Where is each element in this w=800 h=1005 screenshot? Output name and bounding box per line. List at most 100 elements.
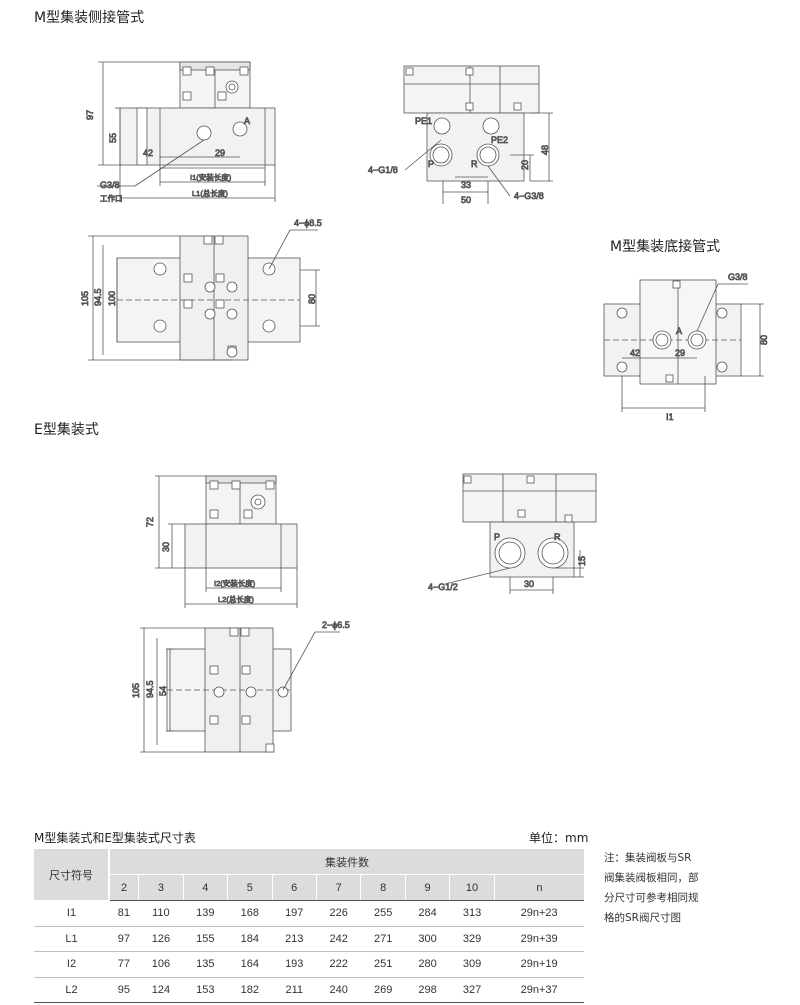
technical-drawings: 97 55 42 29 A I1(安装长度) L1(总长度) G3/8 工作口 … (80, 61, 769, 753)
g38-label: G3/8 (100, 180, 120, 190)
table-cell: 255 (360, 900, 406, 927)
table-cell: 29n+19 (494, 951, 584, 978)
table-cell: 155 (183, 926, 228, 952)
row-symbol: I1 (34, 900, 109, 927)
g12-label: 4−G1/2 (428, 582, 458, 592)
r-port-label: R (471, 159, 478, 169)
table-cell: 211 (272, 977, 317, 1003)
table-cell: 309 (449, 951, 495, 978)
table-cell: 81 (109, 900, 139, 927)
e-dim-30b: 30 (524, 579, 534, 589)
dim-94-5: 94.5 (93, 288, 103, 306)
table-cell: 168 (227, 900, 273, 927)
dim-33: 33 (461, 180, 471, 190)
work-port-label: 工作口 (100, 193, 123, 203)
table-cell: 77 (109, 951, 139, 978)
e-r-port-label: R (554, 532, 561, 542)
column-header: 5 (227, 874, 273, 901)
bottom-dim-29: 29 (675, 348, 685, 358)
column-header: 10 (449, 874, 495, 901)
e-dim-72: 72 (145, 517, 155, 527)
table-cell: 182 (227, 977, 273, 1003)
column-header: 7 (315, 874, 361, 901)
l2-install-label: I2(安装长度) (214, 578, 256, 588)
table-cell: 164 (227, 951, 273, 978)
table-cell: 110 (138, 900, 184, 927)
dim-42: 42 (143, 148, 153, 158)
e-front-view (155, 475, 298, 608)
m-side-end-view (403, 65, 553, 204)
table-cell: 222 (316, 951, 361, 978)
table-cell: 313 (449, 900, 495, 927)
table-cell: 97 (109, 926, 139, 952)
e-dim-94-5: 94.5 (145, 680, 155, 698)
table-cell: 29n+37 (494, 977, 584, 1003)
dim-50: 50 (461, 195, 471, 205)
L1-total-label: L1(总长度) (192, 188, 228, 198)
table-cell: 269 (360, 977, 406, 1003)
note-line: 分尺寸可参考相同规 (604, 892, 699, 904)
row-symbol: I2 (34, 951, 109, 978)
m-bottom-view (603, 279, 764, 412)
table-cell: 240 (316, 977, 361, 1003)
section-title-e-type: E型集装式 (34, 422, 99, 438)
column-header: 3 (138, 874, 184, 901)
dim-80: 80 (307, 294, 317, 304)
note-line: 格的SR阀尺寸图 (604, 912, 681, 924)
dim-105: 105 (80, 291, 90, 306)
note-line: 注：集装阀板与SR (604, 852, 692, 864)
note-line: 阀集装阀板相同，部 (604, 872, 699, 884)
l1-install-label: I1(安装长度) (190, 172, 232, 182)
g18-label: 4−G1/8 (368, 165, 398, 175)
e-top-view (140, 627, 340, 753)
column-header: 8 (360, 874, 406, 901)
hole-8-5-label: 4−ϕ8.5 (294, 218, 322, 228)
table-cell: 298 (405, 977, 450, 1003)
table-cell: 329 (449, 926, 495, 952)
p-port-label: P (428, 159, 434, 169)
table-cell: 280 (405, 951, 450, 978)
bottom-dim-80: 80 (759, 335, 769, 345)
table-cell: 213 (272, 926, 317, 952)
bottom-g38-label: G3/8 (728, 272, 748, 282)
table-cell: 197 (272, 900, 317, 927)
bottom-dim-42: 42 (630, 348, 640, 358)
bottom-dim-l1: I1 (666, 412, 674, 422)
table-cell: 135 (183, 951, 228, 978)
row-symbol: L1 (34, 926, 109, 952)
row-symbol: L2 (34, 977, 109, 1003)
port-a-label: A (244, 116, 250, 126)
table-cell: 184 (227, 926, 273, 952)
e-dim-30: 30 (161, 542, 171, 552)
L2-total-label: L2(总长度) (218, 594, 254, 604)
table-cell: 29n+23 (494, 900, 584, 927)
g38x4-label: 4−G3/8 (514, 191, 544, 201)
e-dim-15: 15 (577, 556, 587, 566)
table-unit: 单位：mm (529, 831, 589, 845)
table-cell: 124 (138, 977, 184, 1003)
table-cell: 29n+39 (494, 926, 584, 952)
note: 注：集装阀板与SR 阀集装阀板相同，部 分尺寸可参考相同规 格的SR阀尺寸图 (604, 848, 712, 928)
e-dim-105: 105 (131, 683, 141, 698)
table-cell: 242 (316, 926, 361, 952)
column-header: 2 (108, 874, 139, 901)
table-cell: 226 (316, 900, 361, 927)
section-title-m-side: M型集装侧接管式 (34, 10, 145, 26)
pe1-label: PE1 (415, 116, 432, 126)
table-cell: 126 (138, 926, 184, 952)
column-header: 4 (182, 874, 228, 901)
m-side-top-view (88, 229, 320, 361)
table-cell: 327 (449, 977, 495, 1003)
column-header: 6 (271, 874, 317, 901)
table-cell: 106 (138, 951, 184, 978)
pe2-label: PE2 (491, 135, 508, 145)
table-cell: 153 (183, 977, 228, 1003)
table-cell: 271 (360, 926, 406, 952)
hole-6-5-label: 2−ϕ6.5 (322, 620, 350, 630)
column-header: 9 (404, 874, 450, 901)
dim-55: 55 (108, 133, 118, 143)
table-cell: 251 (360, 951, 406, 978)
